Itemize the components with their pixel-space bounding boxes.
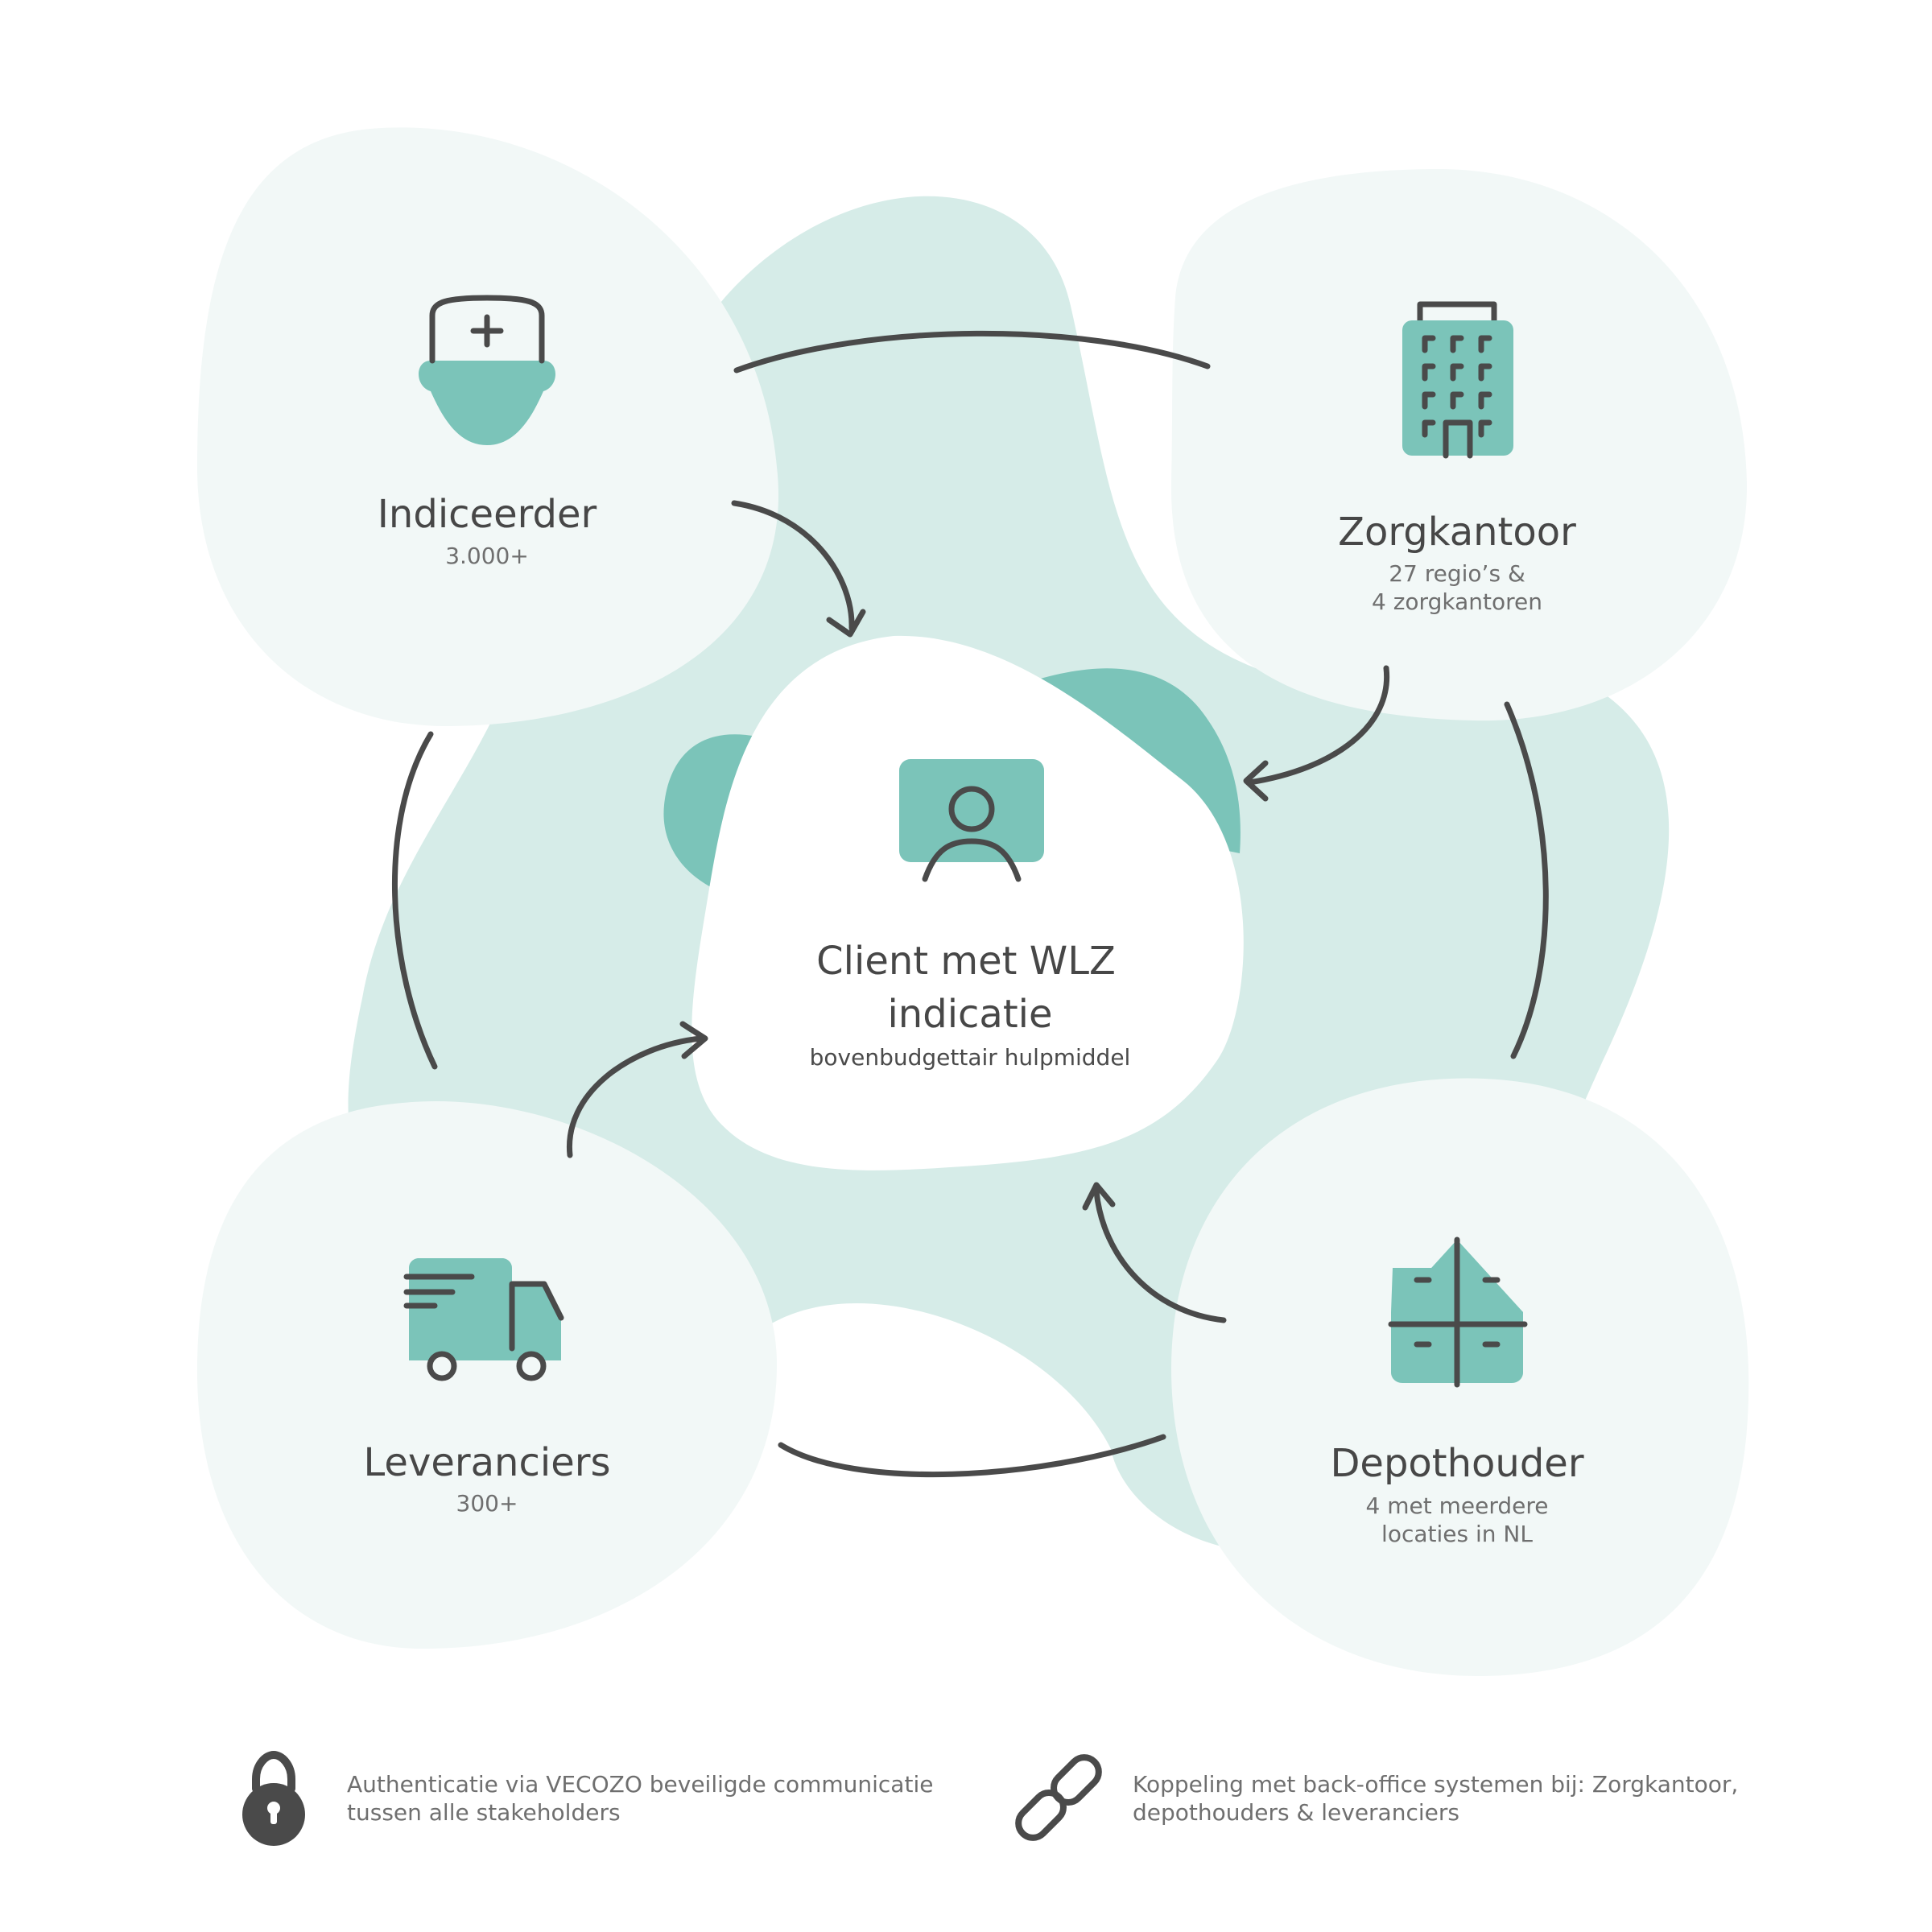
delivery-truck-icon	[403, 1258, 564, 1381]
arrow-depothouder-leveranciers	[778, 1434, 1166, 1478]
zorgkantoor-sub-line1: 27 regio’s &	[1389, 560, 1525, 587]
center-title-line1: Client met WLZ	[816, 939, 1116, 984]
center-subtitle: bovenbudgettair hulpmiddel	[810, 1044, 1131, 1071]
user-card-icon	[899, 759, 1044, 882]
zorgkantoor-sub-line2: 4 zorgkantoren	[1372, 588, 1542, 615]
footer-left-line2: tussen alle stakeholders	[347, 1799, 621, 1826]
blob-leveranciers	[196, 1100, 778, 1649]
zorgkantoor-title: Zorgkantoor	[1338, 510, 1576, 555]
arrow-zorgkantoor-depothouder	[1504, 701, 1549, 1059]
link-icon	[1015, 1754, 1102, 1841]
leveranciers-count: 300+	[456, 1490, 518, 1517]
lock-icon	[242, 1750, 305, 1846]
arrow-leveranciers-center	[566, 1035, 704, 1158]
arrow-leveranciers-center-head	[679, 1021, 708, 1059]
leveranciers-title: Leveranciers	[364, 1440, 611, 1485]
footer-right-line1: Koppeling met back-office systemen bij: …	[1133, 1771, 1738, 1798]
nurse-icon	[419, 295, 555, 445]
depothouder-sub-line2: locaties in NL	[1381, 1521, 1533, 1547]
footer-right-line2: depothouders & leveranciers	[1133, 1799, 1459, 1826]
indiceerder-title: Indiceerder	[378, 492, 597, 537]
depothouder-title: Depothouder	[1330, 1441, 1583, 1486]
arrow-zorgkantoor-center	[1246, 665, 1390, 786]
footer-left-line1: Authenticatie via VECOZO beveiligde comm…	[347, 1771, 933, 1798]
office-building-icon	[1402, 301, 1513, 459]
arrow-depothouder-center-head	[1082, 1182, 1116, 1211]
arrow-indiceerder-center-head	[826, 609, 866, 638]
indiceerder-count: 3.000+	[445, 543, 529, 569]
warehouse-icon	[1388, 1236, 1528, 1388]
center-title-line2: indicatie	[887, 992, 1052, 1037]
arrow-indiceerder-zorgkantoor	[733, 330, 1211, 374]
depothouder-sub-line1: 4 met meerdere	[1366, 1492, 1549, 1519]
arrow-leveranciers-indiceerder	[392, 731, 438, 1070]
center-blob	[691, 635, 1244, 1170]
arrow-zorgkantoor-center-head	[1243, 760, 1269, 802]
arrow-depothouder-center	[1093, 1188, 1227, 1323]
arrow-indiceerder-center	[731, 500, 855, 631]
